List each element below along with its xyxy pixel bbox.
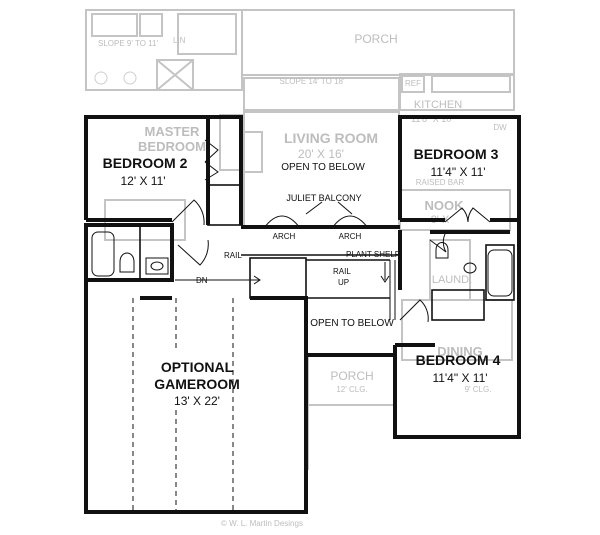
toilet-icon bbox=[119, 252, 135, 273]
ghost-porch-mid-clg: 12' CLG. bbox=[336, 385, 367, 394]
ghost-ref-label: REF bbox=[405, 79, 421, 88]
toilet-icon-right bbox=[435, 242, 449, 259]
ghost-tub bbox=[91, 13, 138, 37]
open-to-below-1: OPEN TO BELOW bbox=[281, 162, 365, 173]
ghost-kitchen bbox=[399, 73, 515, 111]
rail-label-1: RAIL bbox=[224, 251, 242, 260]
open-to-below-2: OPEN TO BELOW bbox=[310, 318, 394, 329]
gameroom-name-2: GAMEROOM bbox=[154, 376, 240, 392]
bedroom-2-name: BEDROOM 2 bbox=[103, 155, 188, 171]
plant-shelf-label: PLANT SHELF bbox=[346, 250, 400, 259]
tub-icon bbox=[91, 231, 115, 277]
ghost-porch bbox=[241, 9, 515, 76]
ghost-dining bbox=[401, 299, 513, 361]
ghost-master-bath bbox=[85, 9, 243, 91]
living-room-size: 20' X 16' bbox=[298, 147, 344, 161]
gameroom-size: 13' X 22' bbox=[174, 394, 220, 408]
ghost-raised-label: RAISED BAR bbox=[416, 178, 465, 187]
ghost-porch-mid-label: PORCH bbox=[330, 369, 373, 383]
ghost-slope-mid-label: SLOPE 14' TO 18' bbox=[279, 77, 344, 86]
ghost-master-label: MASTER bbox=[145, 124, 201, 139]
ghost-dining-label: DINING bbox=[437, 344, 483, 359]
gameroom-name-1: OPTIONAL bbox=[161, 359, 234, 375]
sink-icon bbox=[145, 257, 169, 275]
credit-text: © W. L. Martin Desings bbox=[221, 519, 303, 528]
stair-dn-label: DN bbox=[196, 276, 208, 285]
juliet-balcony-label: JULIET BALCONY bbox=[286, 193, 361, 203]
bedroom-3-size: 11'4" X 11' bbox=[430, 165, 485, 179]
sink-icon-right bbox=[463, 262, 477, 274]
ghost-ref bbox=[401, 75, 425, 93]
ghost-shower bbox=[156, 59, 194, 91]
arch-label-1: ARCH bbox=[273, 232, 296, 241]
ghost-laund-label: LAUND. bbox=[432, 274, 472, 286]
bedroom-3-name: BEDROOM 3 bbox=[414, 146, 499, 162]
tub-icon-right bbox=[487, 249, 513, 297]
rail-label-2: RAIL bbox=[333, 267, 351, 276]
stair-up-label: UP bbox=[338, 278, 349, 287]
main-walls bbox=[84, 115, 521, 514]
ghost-closet bbox=[139, 13, 163, 37]
ghost-closet-2 bbox=[177, 13, 237, 55]
ghost-kitchen-label: KITCHEN bbox=[414, 99, 462, 111]
juliet-balcony-arches bbox=[263, 201, 369, 229]
ghost-dining-clg: 9' CLG. bbox=[465, 385, 492, 394]
ghost-dw-label: DW bbox=[493, 123, 507, 132]
bedroom-4-size: 11'4" X 11' bbox=[432, 371, 487, 385]
arch-label-2: ARCH bbox=[339, 232, 362, 241]
bedroom-4-name: BEDROOM 4 bbox=[416, 352, 501, 368]
ghost-porch-top-label: PORCH bbox=[354, 32, 397, 46]
ghost-lin-label: LIN bbox=[173, 36, 186, 45]
bedroom-2-size: 12' X 11' bbox=[120, 174, 165, 188]
ghost-bedroom-partial-label: BEDROOM bbox=[138, 139, 206, 154]
doors bbox=[171, 139, 491, 323]
ghost-layer bbox=[85, 9, 515, 470]
ghost-slope-left-label: SLOPE 9' TO 11' bbox=[98, 39, 158, 48]
fixtures bbox=[91, 231, 513, 297]
living-room-label: LIVING ROOM bbox=[284, 130, 378, 146]
ghost-nook-label: NOOK bbox=[425, 198, 465, 213]
